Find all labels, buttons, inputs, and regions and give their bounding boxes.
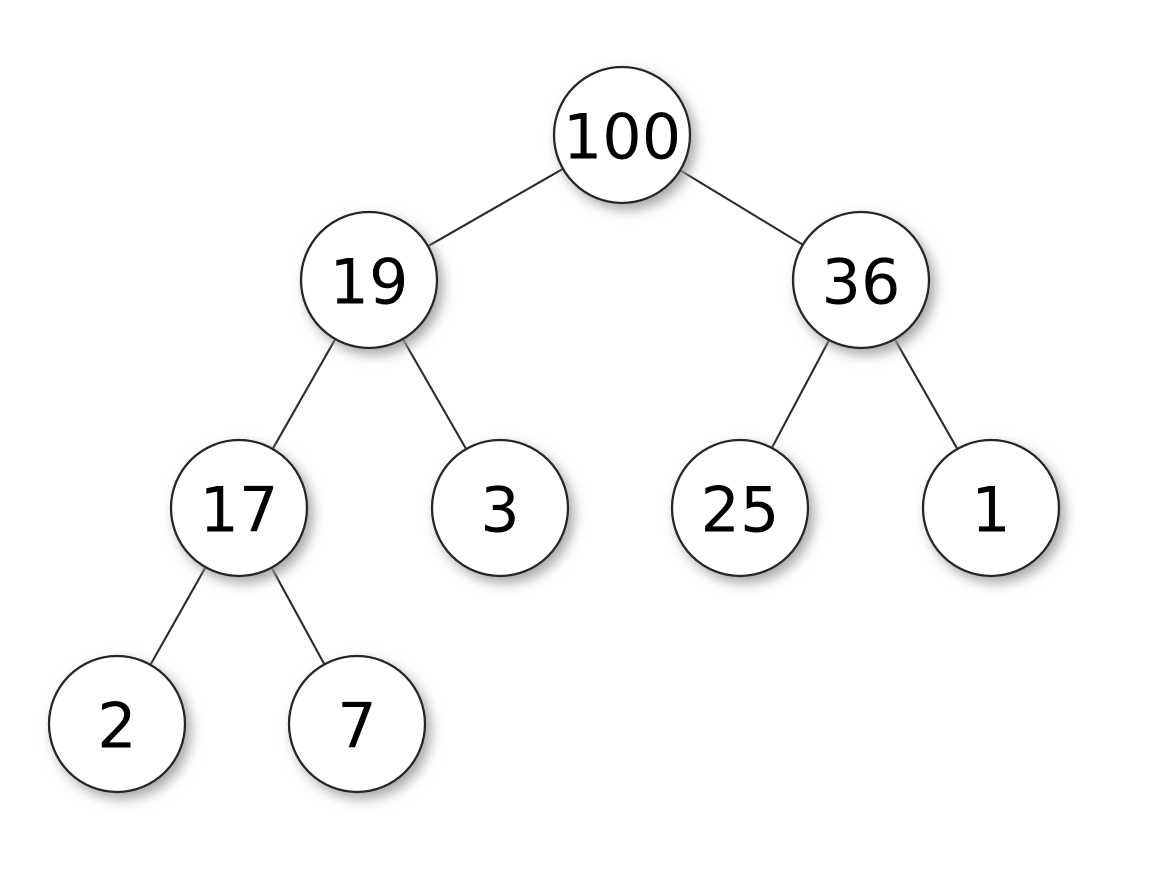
tree-edge-17-2 [149, 566, 207, 666]
tree-node-7[interactable]: 7 [287, 654, 427, 794]
tree-edge-100-36 [679, 169, 804, 246]
node-circle-19 [299, 210, 439, 350]
node-label-2: 2 [97, 690, 136, 763]
node-circle-2 [47, 654, 187, 794]
node-label-17: 17 [200, 474, 279, 547]
tree-edge-17-7 [270, 566, 326, 666]
node-label-1: 1 [971, 474, 1010, 547]
tree-edge-19-3 [401, 337, 468, 451]
node-circle-36 [791, 210, 931, 350]
tree-node-17[interactable]: 17 [169, 438, 309, 578]
tree-node-19[interactable]: 19 [299, 210, 439, 350]
edges-layer [149, 167, 959, 666]
node-circle-100 [552, 65, 692, 205]
tree-node-36[interactable]: 36 [791, 210, 931, 350]
tree-edge-36-25 [770, 339, 831, 449]
node-circle-1 [921, 438, 1061, 578]
node-circle-25 [670, 438, 810, 578]
tree-node-1[interactable]: 1 [921, 438, 1061, 578]
node-circle-7 [287, 654, 427, 794]
tree-node-2[interactable]: 2 [47, 654, 187, 794]
tree-node-100[interactable]: 100 [552, 65, 692, 205]
tree-edge-100-19 [426, 167, 565, 248]
node-circle-17 [169, 438, 309, 578]
node-label-100: 100 [563, 101, 681, 174]
tree-node-3[interactable]: 3 [430, 438, 570, 578]
node-circle-3 [430, 438, 570, 578]
node-label-19: 19 [330, 246, 409, 319]
node-label-25: 25 [701, 474, 780, 547]
nodes-layer: 100 19 36 17 3 25 1 2 7 [47, 65, 1061, 794]
tree-edge-36-1 [893, 338, 959, 450]
node-label-3: 3 [480, 474, 519, 547]
tree-node-25[interactable]: 25 [670, 438, 810, 578]
tree-edge-19-17 [271, 338, 337, 450]
node-label-7: 7 [337, 690, 376, 763]
node-label-36: 36 [822, 246, 901, 319]
